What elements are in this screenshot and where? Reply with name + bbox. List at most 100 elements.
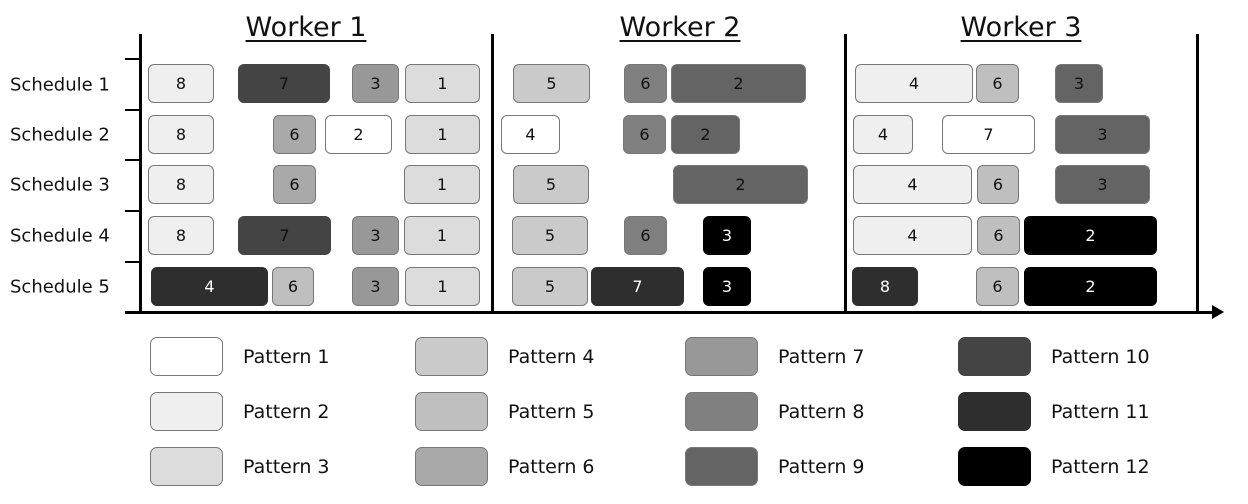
task-block: 1: [405, 267, 480, 306]
task-label: 7: [278, 74, 290, 93]
task-label: 2: [353, 125, 364, 144]
task-label: 6: [289, 175, 300, 194]
y-tick: [125, 159, 140, 161]
legend-label: Pattern 12: [1051, 456, 1150, 478]
legend-label: Pattern 1: [243, 346, 330, 368]
task-block: 1: [405, 64, 480, 103]
task-block: 2: [1024, 216, 1157, 255]
task-block: 2: [1024, 267, 1157, 306]
legend-label: Pattern 7: [778, 346, 865, 368]
task-label: 4: [525, 125, 536, 144]
task-block: 7: [942, 115, 1035, 154]
schedule-label: Schedule 2: [10, 124, 110, 146]
legend-label: Pattern 8: [778, 401, 865, 423]
y-tick: [125, 109, 140, 111]
task-label: 2: [1085, 277, 1096, 296]
task-block: 3: [352, 216, 399, 255]
legend-swatch: [958, 447, 1031, 486]
task-block: 8: [148, 115, 214, 154]
task-label: 2: [700, 125, 711, 144]
task-label: 3: [1073, 74, 1085, 93]
legend-label: Pattern 10: [1051, 346, 1150, 368]
task-label: 6: [640, 74, 651, 93]
task-block: 3: [352, 64, 399, 103]
legend-swatch: [415, 392, 488, 431]
task-label: 6: [992, 277, 1003, 296]
task-label: 2: [733, 74, 744, 93]
x-axis: [125, 311, 1215, 314]
legend-swatch: [415, 337, 488, 376]
task-block: 1: [404, 165, 480, 204]
task-block: 4: [853, 165, 972, 204]
task-label: 7: [632, 277, 643, 296]
task-block: 4: [501, 115, 560, 154]
schedule-label: Schedule 5: [10, 276, 110, 298]
task-block: 3: [703, 267, 751, 306]
worker-title: Worker 3: [960, 12, 1082, 43]
task-block: 2: [325, 115, 392, 154]
task-block: 3: [1055, 115, 1150, 154]
task-block: 5: [512, 216, 588, 255]
legend-label: Pattern 2: [243, 401, 330, 423]
task-label: 6: [992, 175, 1004, 194]
task-label: 5: [545, 175, 557, 194]
task-block: 6: [976, 64, 1019, 103]
task-label: 6: [992, 74, 1003, 93]
worker-separator: [491, 34, 494, 314]
x-axis-arrow-icon: [1212, 305, 1224, 319]
task-block: 4: [151, 267, 268, 306]
legend-label: Pattern 4: [508, 346, 595, 368]
task-block: 5: [513, 64, 590, 103]
task-label: 8: [879, 277, 891, 296]
task-label: 1: [436, 175, 448, 194]
task-block: 6: [273, 165, 316, 204]
task-label: 4: [907, 175, 918, 194]
task-block: 8: [148, 165, 214, 204]
task-block: 7: [591, 267, 684, 306]
task-label: 3: [721, 226, 733, 245]
task-block: 1: [405, 115, 480, 154]
legend-swatch: [415, 447, 488, 486]
task-label: 1: [437, 74, 448, 93]
task-block: 2: [671, 64, 806, 103]
legend-label: Pattern 11: [1051, 401, 1150, 423]
schedule-label: Schedule 1: [10, 74, 110, 96]
task-label: 5: [546, 74, 557, 93]
task-block: 7: [238, 216, 331, 255]
task-label: 4: [204, 277, 215, 296]
task-block: 6: [976, 267, 1019, 306]
task-label: 6: [639, 125, 650, 144]
task-block: 4: [853, 216, 972, 255]
task-label: 7: [279, 226, 290, 245]
task-label: 3: [721, 277, 733, 296]
legend-swatch: [150, 337, 223, 376]
legend-swatch: [685, 337, 758, 376]
task-block: 6: [272, 267, 314, 306]
task-block: 8: [148, 64, 214, 103]
task-block: 5: [512, 267, 588, 306]
task-block: 3: [1055, 64, 1103, 103]
task-label: 3: [370, 74, 381, 93]
task-label: 8: [175, 74, 187, 93]
legend-swatch: [685, 447, 758, 486]
task-block: 6: [977, 165, 1019, 204]
task-block: 6: [624, 216, 667, 255]
worker-title: Worker 2: [619, 12, 741, 43]
task-label: 3: [370, 277, 381, 296]
task-block: 4: [855, 64, 973, 103]
task-block: 8: [852, 267, 918, 306]
task-block: 6: [623, 115, 666, 154]
task-label: 1: [437, 277, 448, 296]
task-label: 3: [1097, 175, 1108, 194]
legend-label: Pattern 5: [508, 401, 595, 423]
y-tick: [125, 58, 140, 60]
task-label: 2: [735, 175, 746, 194]
task-block: 3: [703, 216, 751, 255]
task-label: 6: [289, 125, 300, 144]
legend-swatch: [150, 447, 223, 486]
legend-swatch: [150, 392, 223, 431]
task-label: 1: [436, 226, 448, 245]
task-block: 7: [238, 64, 330, 103]
task-label: 5: [544, 277, 556, 296]
legend-label: Pattern 9: [778, 456, 865, 478]
